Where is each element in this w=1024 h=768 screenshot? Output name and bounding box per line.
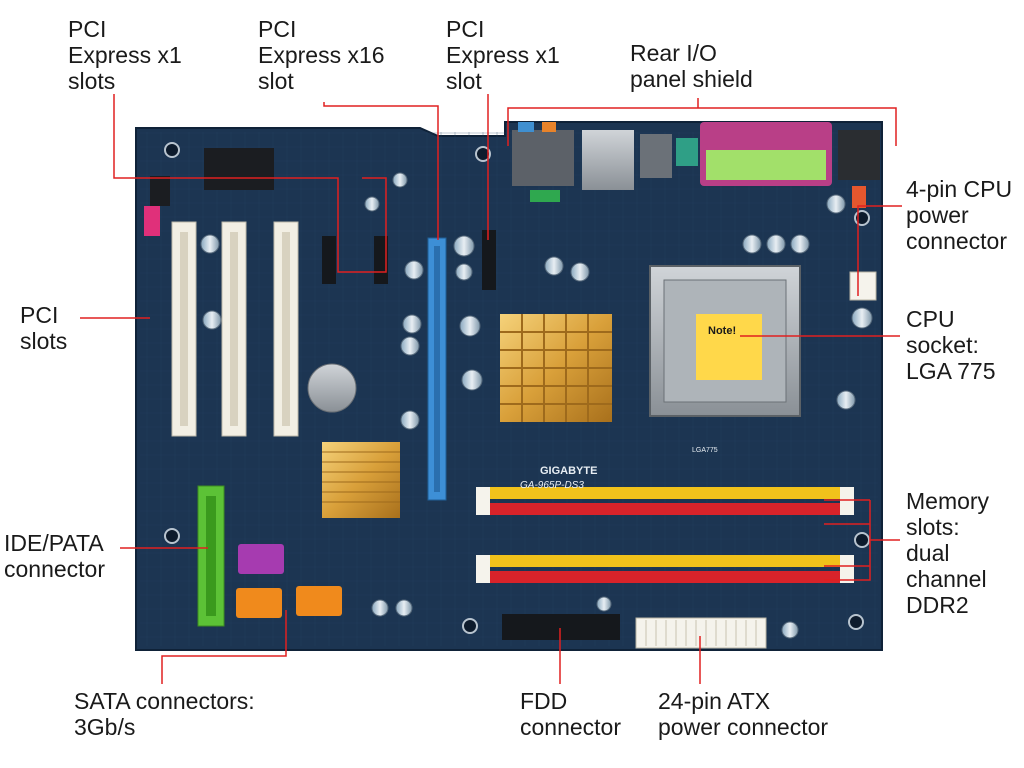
cmos-battery — [307, 363, 357, 413]
sata-connectors-graphic — [236, 544, 342, 618]
northbridge-heatsink — [500, 314, 612, 422]
board-model-text: GA-965P-DS3 — [520, 480, 584, 491]
southbridge-heatsink — [322, 442, 400, 518]
cpu-power-connector-graphic — [849, 271, 877, 301]
front-panel-header — [144, 206, 160, 236]
board-brand-text: GIGABYTE — [540, 465, 597, 477]
label-fdd-connector: FDD connector — [520, 688, 622, 740]
atx-power-connector-graphic — [635, 617, 767, 649]
label-pci-slots: PCI slots — [20, 302, 68, 354]
rear-io-panel — [512, 122, 880, 202]
label-pci-express-x1-slots: PCI Express x1 slots — [68, 16, 182, 94]
bios-chip — [150, 176, 170, 206]
label-atx-power-connector: 24-pin ATX power connector — [658, 688, 829, 740]
mounting-holes — [164, 142, 870, 634]
label-sata-connectors: SATA connectors: 3Gb/s — [74, 688, 255, 740]
label-memory-slots: Memory slots: dual channel DDR2 — [906, 488, 990, 618]
label-cpu-socket: CPU socket: LGA 775 — [906, 306, 996, 384]
capacitors — [200, 172, 873, 639]
cpu-socket-graphic — [649, 265, 801, 417]
label-rear-io-panel-shield: Rear I/O panel shield — [630, 40, 753, 92]
cpu-tag-text: LGA775 — [692, 447, 718, 454]
label-ide-pata-connector: IDE/PATA connector — [4, 530, 106, 582]
pci-slots-graphic — [171, 221, 299, 437]
fdd-connector-graphic — [502, 614, 620, 640]
leader-lines — [80, 94, 902, 684]
super-io-chip — [204, 148, 274, 190]
label-cpu-power-connector: 4-pin CPU power connector — [906, 176, 1013, 254]
label-pci-express-x16-slot: PCI Express x16 slot — [258, 16, 385, 94]
memory-slots-graphic — [476, 487, 854, 583]
cpu-note-text: Note! — [708, 325, 736, 337]
label-pci-express-x1-slot: PCI Express x1 slot — [446, 16, 560, 94]
